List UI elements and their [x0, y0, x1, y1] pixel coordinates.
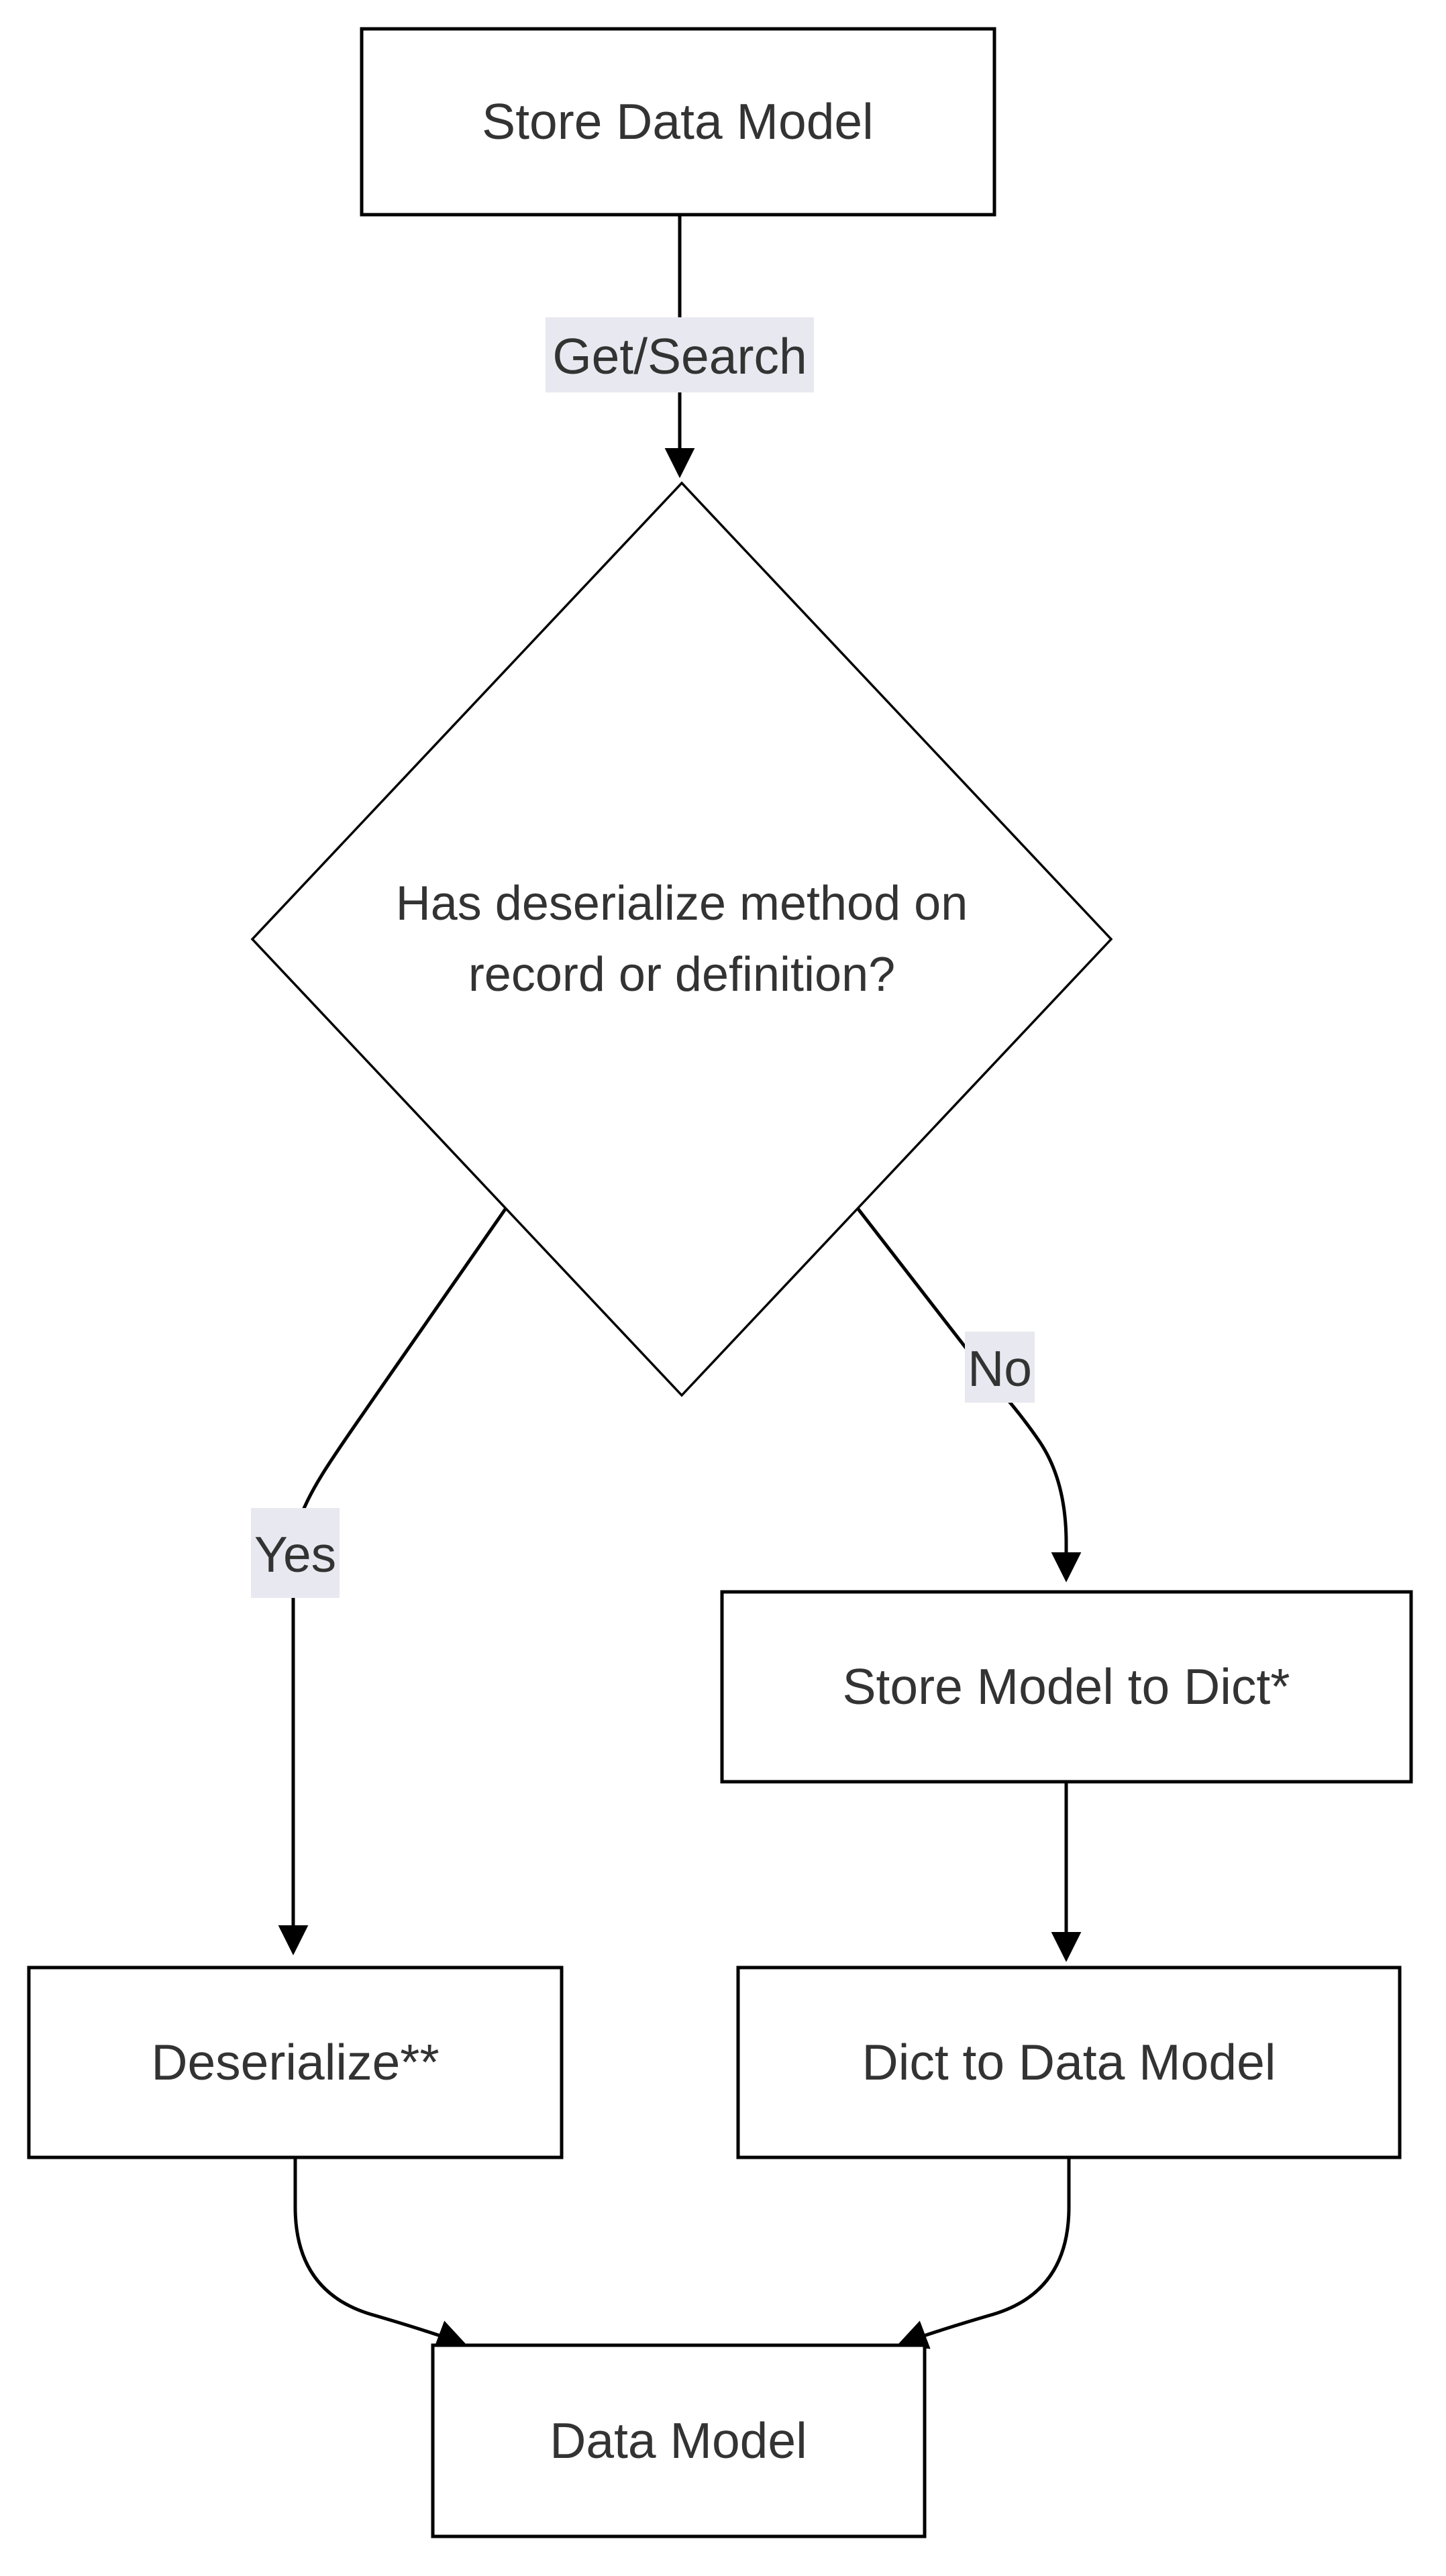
decision-label-line2: record or definition?	[468, 948, 895, 1002]
no-label-bg	[965, 1332, 1035, 1403]
node-decision: Has deserialize method on record or defi…	[250, 481, 1113, 1397]
node-store-data-model: Store Data Model	[360, 27, 996, 217]
decision-label-line1: Has deserialize method on	[396, 877, 968, 930]
edge-label-no: No	[965, 1332, 1035, 1403]
get-search-label-bg	[546, 317, 814, 392]
data-model-box	[431, 2343, 927, 2538]
node-data-model: Data Model	[431, 2343, 927, 2538]
edge-label-yes: Yes	[251, 1508, 340, 1598]
edge-dict-to-data-model-line	[896, 2157, 1071, 2349]
yes-label-bg	[251, 1508, 340, 1598]
node-dict-to-data-model: Dict to Data Model	[736, 1966, 1402, 2159]
edge-label-get-search: Get/Search	[546, 317, 814, 392]
edge-no-line	[856, 1207, 1082, 1582]
no-label: No	[968, 1340, 1032, 1397]
store-model-to-dict-label: Store Model to Dict*	[843, 1658, 1290, 1715]
deserialize-label: Deserialize**	[151, 2034, 439, 2090]
node-store-model-to-dict: Store Model to Dict*	[720, 1590, 1413, 1784]
node-deserialize: Deserialize**	[27, 1966, 564, 2159]
store-data-model-box	[360, 27, 996, 217]
decision-diamond	[250, 481, 1113, 1397]
get-search-label: Get/Search	[552, 328, 807, 384]
data-model-label: Data Model	[550, 2412, 807, 2469]
store-model-to-dict-box	[720, 1590, 1413, 1784]
edge-deserialize-to-data-model-line	[293, 2157, 468, 2349]
store-data-model-label: Store Data Model	[482, 93, 874, 150]
dict-to-data-model-label: Dict to Data Model	[862, 2034, 1276, 2090]
deserialize-box	[27, 1966, 564, 2159]
yes-label: Yes	[254, 1526, 336, 1582]
dict-to-data-model-box	[736, 1966, 1402, 2159]
